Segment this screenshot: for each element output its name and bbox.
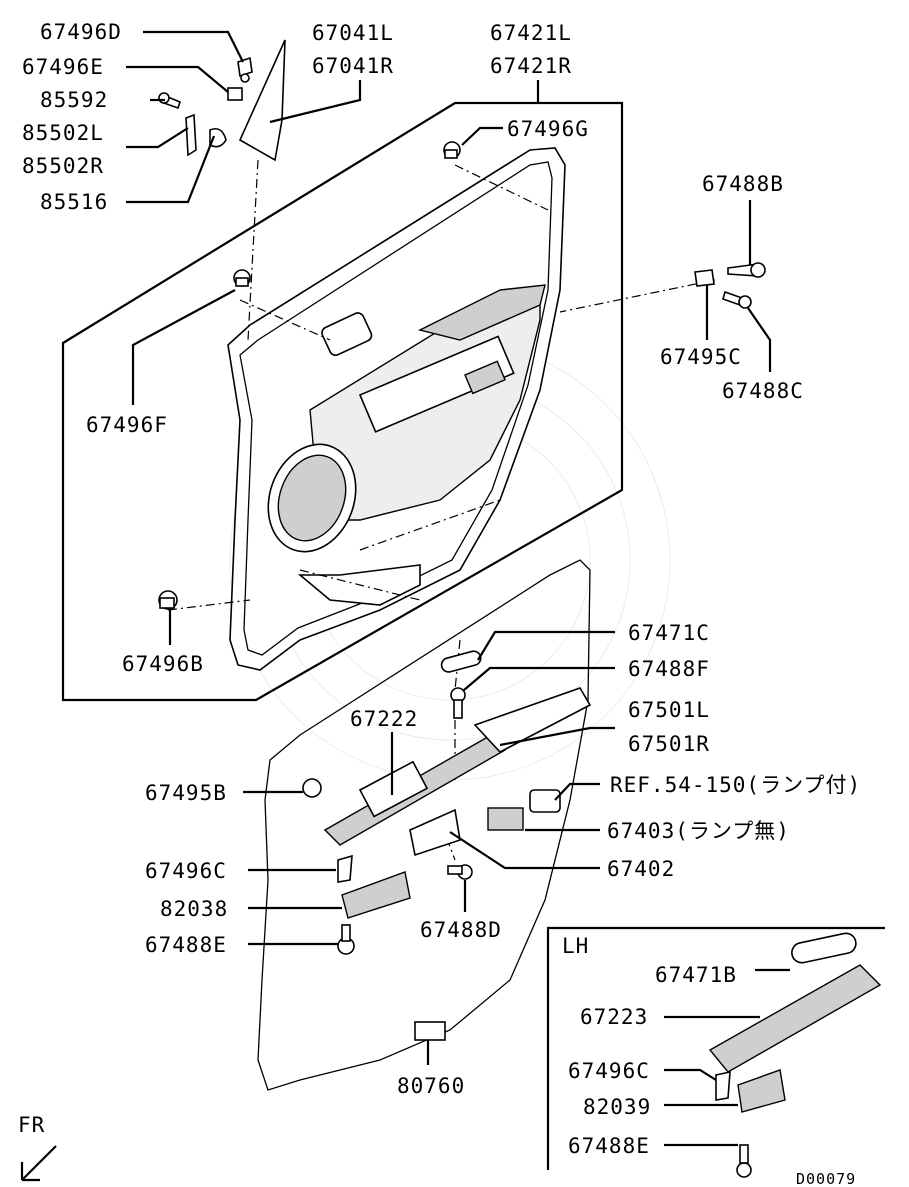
door-shell-outline [257,559,591,1091]
label-67495C: 67495C [660,345,742,369]
garnish-67501 [473,687,592,753]
label-67496G: 67496G [507,117,589,141]
label-67041L: 67041L [312,21,394,45]
label-67471B: 67471B [655,963,737,987]
diagram-code: D00079 [796,1170,856,1187]
screw-67488C [722,290,752,309]
part-labels: 67496D 67496E 85592 85502L 85502R 85516 … [18,20,861,1187]
label-67488B: 67488B [702,172,784,196]
label-67496D: 67496D [40,20,122,44]
lh-inset-parts [664,932,882,1178]
corner-garnish-67041 [238,39,286,162]
label-85502R: 85502R [22,154,104,178]
label-82039: 82039 [583,1095,651,1119]
clip-67496G [443,141,461,159]
bracket-85502 [185,113,197,157]
label-85592: 85592 [40,88,108,112]
label-85516: 85516 [40,190,108,214]
clip-85516 [209,127,227,148]
label-67488D: 67488D [420,918,502,942]
nut-67495C [694,269,715,287]
clip-67496F [233,269,251,287]
label-67501R: 67501R [628,732,710,756]
label-67421R: 67421R [490,54,572,78]
screw-67488E [337,924,355,955]
label-67488E-lh: 67488E [568,1134,650,1158]
door-trim-panel [227,147,566,671]
label-67495B: 67495B [145,781,227,805]
clip-67496C [337,854,353,883]
clip-67496E [227,87,243,101]
label-67501L: 67501L [628,698,710,722]
leader-lines [126,30,772,1065]
clip-67496D [237,56,253,83]
label-67421L: 67421L [490,21,572,45]
lh-inset-title: LH [562,934,589,958]
label-67041R: 67041R [312,54,394,78]
label-85502L: 85502L [22,121,104,145]
pad-67471C [440,650,482,673]
label-67471C: 67471C [628,621,710,645]
label-67496E: 67496E [22,55,104,79]
label-ref-54-150: REF.54-150(ランプ付) [610,773,861,797]
label-67496B: 67496B [122,652,204,676]
label-67403: 67403(ランプ無) [607,819,790,843]
screw-67488B [727,262,766,278]
label-67488C: 67488C [722,379,804,403]
label-67402: 67402 [607,857,675,881]
label-67496C-lh: 67496C [568,1059,650,1083]
switch-67403 [487,807,524,831]
label-80760: 80760 [397,1074,465,1098]
door-panel-group-outline [61,101,624,702]
lh-inset-frame [546,926,885,1170]
front-direction-arrow-icon [20,1145,57,1182]
label-67496F: 67496F [86,413,168,437]
bracket-67402 [409,808,461,857]
lamp-ref-54-150 [529,789,561,813]
front-direction-label: FR [18,1113,45,1137]
latch-80760 [414,1021,446,1041]
clip-67496B [158,590,178,610]
label-67223: 67223 [580,1005,648,1029]
screw-67488D [447,864,473,880]
switch-82038 [341,871,411,919]
label-67488F: 67488F [628,657,710,681]
nut-67495B [302,778,322,798]
label-67488E: 67488E [145,933,227,957]
label-67496C: 67496C [145,859,227,883]
screw-67488F [450,687,466,719]
label-67222: 67222 [350,707,418,731]
label-82038: 82038 [160,897,228,921]
